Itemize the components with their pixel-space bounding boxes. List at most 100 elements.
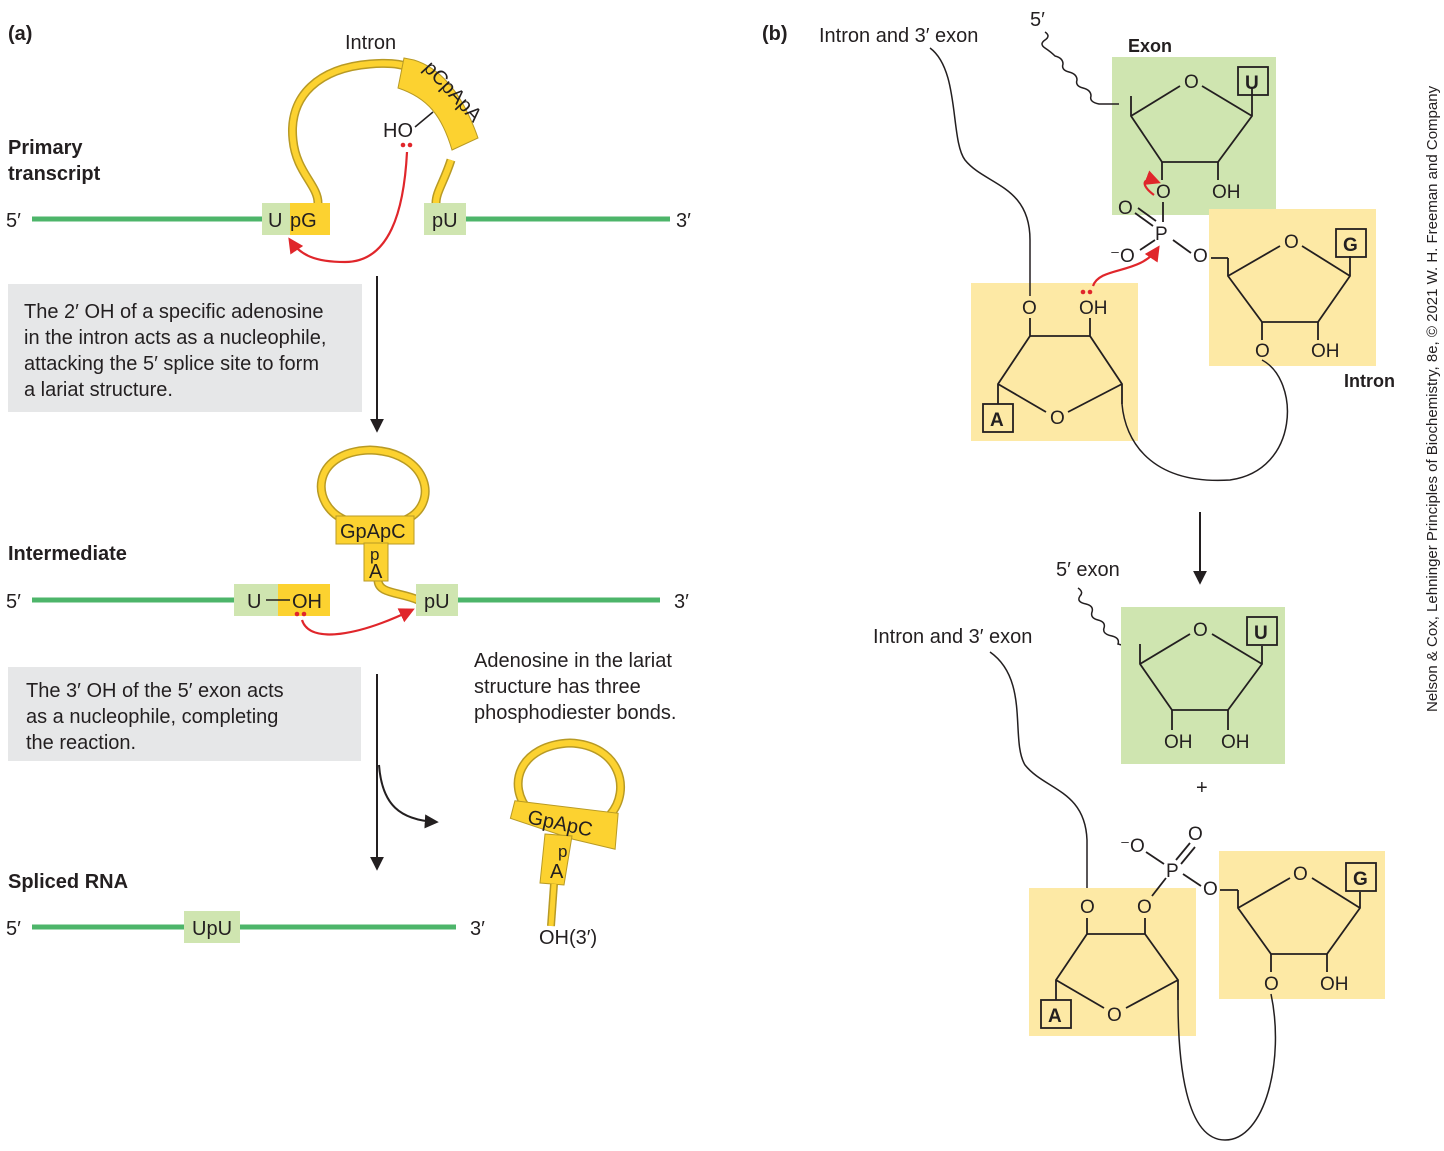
intron-exon-label-bottom: Intron and 3′ exon [873,626,1032,648]
oh3-label: OH(3′) [539,927,597,949]
panel-b-label: (b) [762,23,788,45]
step2-box [8,667,361,761]
a-ribose-bottom [1055,918,1179,1000]
a-ring-o: O [1050,408,1065,429]
branch-arrow [378,764,439,829]
intermediate-label: Intermediate [8,543,127,565]
phosphorus-bottom: P [1166,861,1179,882]
p-double-o-bottom: O [1188,824,1203,845]
a-2o-bottom: O [1137,897,1152,918]
exon-3o: O [1156,182,1171,203]
a-ribose-bond-bottom [1055,979,1105,1009]
base-g-box-bottom [1345,862,1377,892]
p-double-bond-bottom [1180,846,1196,865]
p-ester-o-bottom: O [1203,879,1218,900]
intron-a-box-bottom [1029,888,1196,1036]
phosphorus: P [1155,224,1168,245]
lone-pair-dot [400,142,406,148]
a-ribose-bond [1067,383,1123,413]
lariat-a: A [550,861,564,883]
plus-sign: + [1196,777,1208,799]
p-double-bond-bottom [1175,842,1191,861]
intron-label-b: Intron [1344,371,1395,391]
three-prime-int: 3′ [674,591,689,613]
p-ester-bond-bottom [1182,873,1202,887]
released-lariat [509,738,626,927]
intron-g-box-bottom [1219,851,1385,999]
exon-ribose-bottom [1139,644,1263,711]
step1-line-3: attacking the 5′ splice site to form [24,353,319,375]
g-ribose-bond-bottom [1311,877,1361,909]
base-a-box-bottom [1040,999,1072,1029]
intron-chain-bottom [1177,993,1277,1141]
g-ribose-bond [1301,245,1351,277]
gpapc-box [335,515,415,545]
p-double-o: O [1118,198,1133,219]
intron-exon-chain-top [929,47,1031,296]
gpapc-label: GpApC [340,521,406,543]
p-neg-o-bottom: ⁻O [1120,836,1145,857]
five-prime-primary: 5′ [6,210,21,232]
base-a-box [982,403,1014,433]
a-2oh: OH [1079,298,1108,319]
lone-pair-dot [1080,289,1086,295]
upu-label: UpU [192,918,232,940]
primary-label-1: Primary [8,137,83,159]
lone-pair-dot [1087,289,1093,295]
intron-a-box [971,283,1138,441]
exon-ring-o: O [1184,72,1199,93]
g-ribose [1227,256,1351,323]
p-a2o-bond-bottom [1151,877,1167,897]
lariat-note-3: phosphodiester bonds. [474,702,676,724]
a-ribose [997,318,1123,404]
a-3o-bottom: O [1080,897,1095,918]
branch-p: p [370,545,379,564]
intron-chain-top [1121,359,1289,482]
five-prime-spliced: 5′ [6,918,21,940]
pu-label: pU [432,210,458,232]
upu-box [184,911,240,943]
five-prime-chain [1041,31,1119,105]
primary-label-2: transcript [8,163,101,185]
g-2oh: OH [1311,341,1340,362]
base-a: A [990,410,1004,431]
branch-a: A [369,561,383,583]
base-u: U [1245,73,1259,94]
pu-box [424,203,466,235]
upg-pg-box [290,203,330,235]
a-ring-o-bottom: O [1107,1005,1122,1026]
base-u-box-bottom [1246,616,1278,646]
p-ester-o: O [1193,246,1208,267]
exon-label: Exon [1128,36,1172,56]
p-ester-bond [1172,239,1192,254]
base-g-box [1335,228,1367,258]
lone-pair-dot [407,142,413,148]
base-g-bottom: G [1353,869,1368,890]
three-prime-spliced: 3′ [470,918,485,940]
exon-ribose-bond [1201,85,1253,117]
exon-3oh-bottom: OH [1164,732,1193,753]
exon-u-box [1112,57,1276,215]
g-ring-o: O [1284,232,1299,253]
base-u-bottom: U [1254,623,1268,644]
step2-line-3: the reaction. [26,732,136,754]
p-double-bond [1134,212,1154,227]
exon-ring-o-bottom: O [1193,620,1208,641]
pu-int: pU [424,591,450,613]
g-3o: O [1255,341,1270,362]
five-prime-b: 5′ [1030,9,1045,31]
g-2oh-bottom: OH [1320,974,1349,995]
g-ribose-bond-bottom [1237,877,1291,909]
step2-line-1: The 3′ OH of the 5′ exon acts [26,680,284,702]
intron-exon-label-top: Intron and 3′ exon [819,25,978,47]
exon-2oh: OH [1212,182,1241,203]
bond-shift-arrow [1143,170,1161,196]
lariat-note-2: structure has three [474,676,641,698]
nucleophile-arrow-b [1091,245,1160,287]
lone-pair-dot [301,611,307,617]
credit-line: Nelson & Cox, Lehninger Principles of Bi… [1424,85,1441,712]
ho-label: HO [383,120,413,142]
nucleophile-arrow-1 [288,151,409,264]
panel-a-label: (a) [8,23,32,45]
